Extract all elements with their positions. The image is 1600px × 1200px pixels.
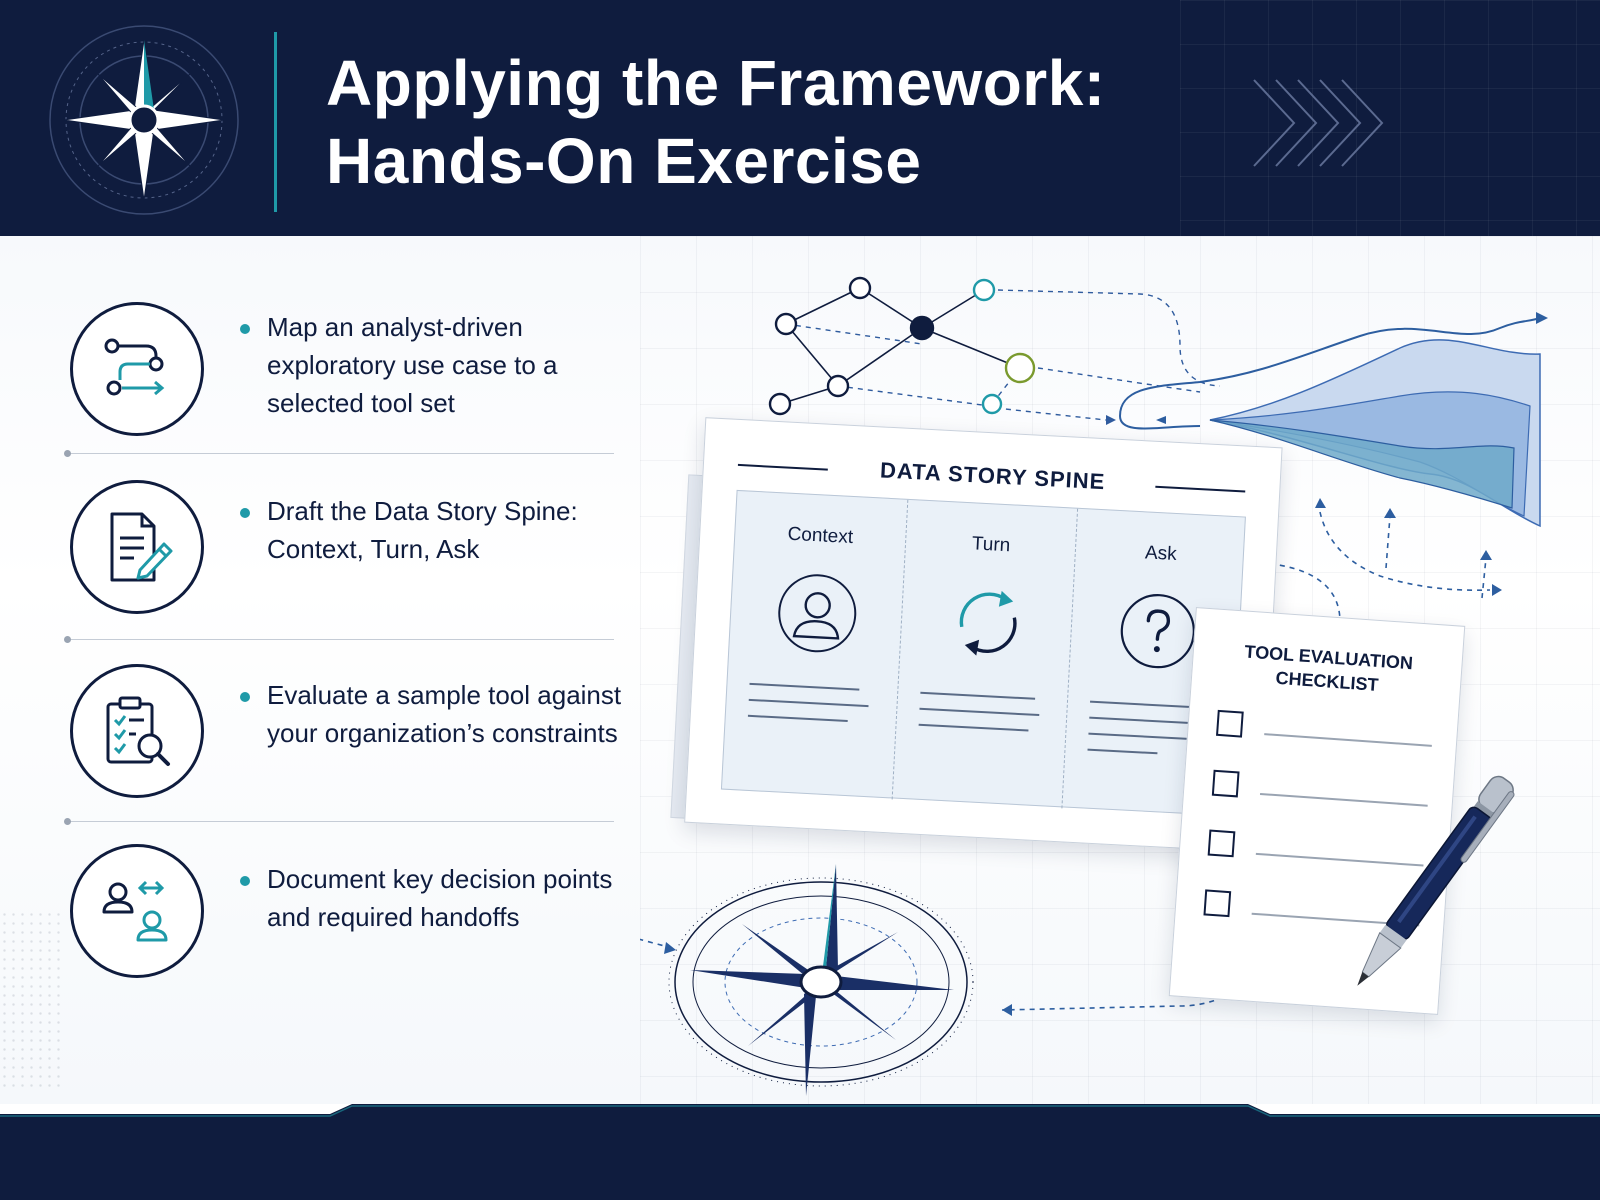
framework-illustration: DATA STORY SPINE Context Turn: [640, 236, 1600, 1104]
checklist-line: [1264, 733, 1432, 747]
dot-pattern: [0, 910, 60, 1090]
step-text: Evaluate a sample tool against your orga…: [267, 680, 622, 748]
step-divider: [64, 636, 614, 643]
step-item-map-use-case: Map an analyst-driven exploratory use ca…: [0, 292, 640, 452]
column-label: Context: [787, 523, 854, 549]
footer-shape: [0, 1104, 1600, 1200]
person-icon: [778, 574, 857, 653]
pen-icon: [1357, 775, 1515, 986]
header-divider: [274, 32, 277, 212]
step-divider: [64, 818, 614, 825]
title-line-2: Hands-On Exercise: [326, 125, 922, 197]
column-label: Ask: [1144, 542, 1178, 566]
clipboard-search-icon: [106, 696, 170, 766]
checkbox-icon: [1203, 889, 1232, 918]
step-bullet: [240, 324, 250, 334]
question-icon: [1120, 594, 1195, 669]
step-icon-ring: [70, 480, 204, 614]
step-bullet: [240, 692, 250, 702]
title-line-1: Applying the Framework:: [326, 47, 1106, 119]
step-bullet: [240, 508, 250, 518]
step-text: Document key decision points and require…: [267, 864, 613, 932]
header-grid-pattern: [1180, 0, 1600, 236]
step-icon-ring: [70, 302, 204, 436]
step-item-evaluate-tool: Evaluate a sample tool against your orga…: [0, 660, 640, 820]
step-item-draft-spine: Draft the Data Story Spine: Context, Tur…: [0, 476, 640, 636]
checklist-item: [1216, 709, 1438, 755]
step-bullet: [240, 876, 250, 886]
step-text: Map an analyst-driven exploratory use ca…: [267, 312, 558, 418]
footer-band: [0, 1104, 1600, 1200]
network-nodes-icon: [640, 276, 1548, 1016]
compass-icon: [49, 25, 239, 215]
checkbox-icon: [1211, 769, 1240, 798]
flow-area-chart-icon: [1118, 312, 1548, 528]
text-lines-placeholder: [918, 691, 1040, 732]
document-pencil-icon: [110, 512, 173, 582]
workflow-arrow-icon: [104, 338, 165, 396]
checklist-title: TOOL EVALUATION CHECKLIST: [1192, 636, 1465, 703]
step-divider: [64, 450, 614, 457]
people-exchange-icon: [102, 880, 168, 942]
exercise-step-list: Map an analyst-driven exploratory use ca…: [0, 236, 640, 1016]
cycle-arrows-icon: [959, 590, 1017, 656]
checkbox-icon: [1216, 709, 1244, 738]
spine-column-turn: Turn: [891, 499, 1078, 809]
spine-panel: Context Turn: [720, 489, 1247, 818]
header-banner: Applying the Framework: Hands-On Exercis…: [0, 0, 1600, 236]
step-icon-ring: [70, 664, 204, 798]
checkbox-icon: [1207, 829, 1236, 858]
column-label: Turn: [971, 533, 1011, 557]
spine-column-context: Context: [722, 491, 907, 799]
page-title: Applying the Framework: Hands-On Exercis…: [326, 44, 1226, 200]
compass-rose-icon: [668, 864, 974, 1096]
step-text: Draft the Data Story Spine: Context, Tur…: [267, 496, 578, 564]
chevrons-icon: [1253, 79, 1384, 167]
text-lines-placeholder: [747, 682, 869, 723]
step-icon-ring: [70, 844, 204, 978]
step-item-document-decisions: Document key decision points and require…: [0, 844, 640, 1004]
